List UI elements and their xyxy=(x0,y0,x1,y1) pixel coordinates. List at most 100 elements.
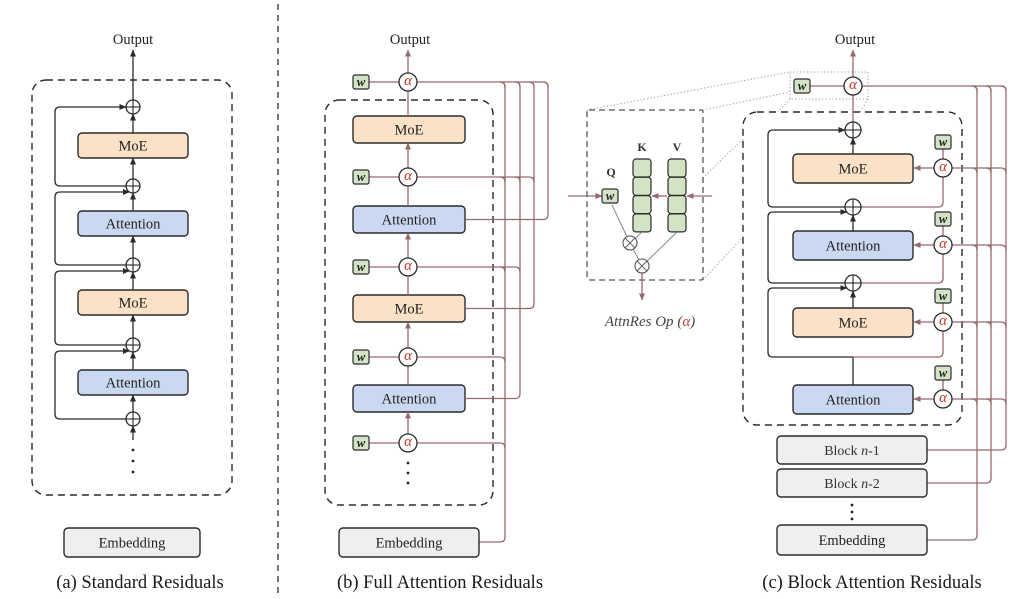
attention-block: Attention xyxy=(77,369,189,396)
embedding-block: Embedding xyxy=(63,527,201,558)
weight-query-node: w xyxy=(352,259,370,275)
alpha-node: α xyxy=(398,433,418,453)
alpha-input-branch xyxy=(971,321,978,328)
key-stack-cell xyxy=(632,176,652,196)
weight-query-node: w xyxy=(601,188,619,204)
previous-block: Block n-1 xyxy=(776,435,928,465)
moe-block-label: MoE xyxy=(119,139,148,155)
ellipsis-dot xyxy=(131,470,135,474)
attention-block-label: Attention xyxy=(826,393,882,409)
attention-block-label: Attention xyxy=(382,213,438,229)
weight-glyph: w xyxy=(939,135,948,149)
zoom-guide-line xyxy=(702,91,791,111)
weight-rect xyxy=(934,365,952,381)
partial-sum-line xyxy=(853,331,944,358)
attention-block-label: Attention xyxy=(382,392,438,408)
embedding-block-rect xyxy=(776,524,928,556)
moe-block: MoE xyxy=(77,289,189,316)
block-offset: -2 xyxy=(868,477,880,492)
previous-block-rect xyxy=(776,468,928,498)
alpha-glyph: α xyxy=(404,348,413,364)
alpha-glyph: α xyxy=(404,168,413,184)
op-paren-open: ( xyxy=(674,314,684,330)
op-paren-close: ) xyxy=(689,314,695,330)
alpha-node: α xyxy=(933,235,953,255)
alpha-input-branch xyxy=(499,266,506,273)
moe-residual-line xyxy=(465,81,535,310)
add-icon xyxy=(125,411,141,427)
ellipsis-icon xyxy=(850,503,854,521)
ellipsis-dot xyxy=(850,510,854,514)
ellipsis-dot xyxy=(131,459,135,463)
weight-rect xyxy=(793,78,811,94)
key-stack xyxy=(632,158,652,233)
weight-query-node: w xyxy=(934,211,952,227)
weight-glyph: w xyxy=(606,189,615,203)
block-index-variable: n xyxy=(861,444,868,459)
alpha-input-branch xyxy=(1000,85,1007,92)
alpha-node: α xyxy=(398,72,418,92)
moe-block-label: MoE xyxy=(839,316,868,332)
zoom-guide-line xyxy=(702,137,745,179)
alpha-input-branch xyxy=(1000,167,1007,174)
alpha-glyph: α xyxy=(939,313,948,329)
weight-query-node: w xyxy=(352,435,370,451)
alpha-glyph: α xyxy=(939,159,948,175)
alpha-node: α xyxy=(843,76,863,96)
block-index-variable: n xyxy=(861,477,868,492)
attention-residual-line xyxy=(465,81,549,221)
zoom-guide-line xyxy=(859,98,869,113)
weight-glyph: w xyxy=(939,289,948,303)
alpha-input-branch xyxy=(514,266,521,273)
weight-rect xyxy=(934,288,952,304)
moe-block-label: MoE xyxy=(839,162,868,178)
alpha-input-branch xyxy=(971,398,978,405)
ellipsis-dot xyxy=(406,481,410,485)
zoom-guide-line xyxy=(777,98,791,113)
partial-sum-line xyxy=(861,177,944,208)
key-stack-cell xyxy=(632,158,652,178)
weight-rect xyxy=(352,169,370,185)
embedding-block-label: Embedding xyxy=(819,533,886,549)
block-boundary xyxy=(742,111,963,426)
moe-block: MoE xyxy=(77,132,189,159)
partial-sum-line xyxy=(861,254,944,284)
alpha-input-branch xyxy=(985,167,992,174)
output-label: Output xyxy=(113,32,153,48)
embedding-block: Embedding xyxy=(338,527,480,558)
alpha-circle xyxy=(843,76,863,96)
moe-block: MoE xyxy=(352,115,466,144)
ellipsis-dot xyxy=(406,461,410,465)
alpha-glyph: α xyxy=(404,258,413,274)
op-alpha-symbol: α xyxy=(682,314,691,330)
output-label: Output xyxy=(390,32,430,48)
weight-glyph: w xyxy=(939,366,948,380)
weight-rect xyxy=(601,188,619,204)
alpha-input-branch xyxy=(542,81,549,88)
attnres-op-label: AttnRes Op (α) xyxy=(604,314,695,330)
weight-glyph: w xyxy=(357,170,366,184)
embedding-block-rect xyxy=(338,527,480,558)
weight-glyph: w xyxy=(357,350,366,364)
op-name: AttnRes Op xyxy=(604,314,674,330)
alpha-circle xyxy=(933,158,953,178)
embedding-residual-line xyxy=(927,85,978,541)
alpha-node: α xyxy=(933,312,953,332)
moe-block: MoE xyxy=(792,307,914,338)
caption-block-attention-residuals: (c) Block Attention Residuals xyxy=(762,573,981,593)
add-icon xyxy=(125,257,141,273)
add-icon xyxy=(125,337,141,353)
weight-query-node: w xyxy=(352,74,370,90)
zoom-guide-line xyxy=(702,235,745,281)
layer-stack-boundary xyxy=(324,99,494,506)
alpha-circle xyxy=(398,347,418,367)
previous-block: Block n-2 xyxy=(776,468,928,498)
alpha-node: α xyxy=(398,257,418,277)
alpha-circle xyxy=(398,433,418,453)
alpha-circle xyxy=(398,167,418,187)
block-prefix: Block xyxy=(824,444,861,459)
attention-block: Attention xyxy=(352,384,466,413)
alpha-input-branch xyxy=(514,81,521,88)
